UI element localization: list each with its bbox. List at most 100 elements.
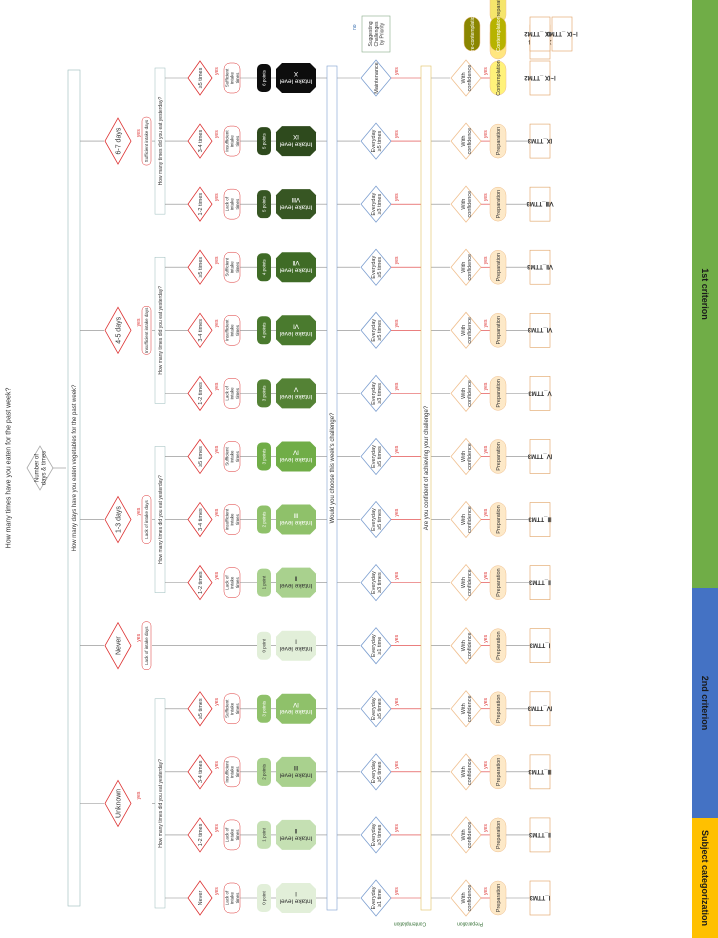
points-badge: [257, 127, 271, 156]
points-label: 1 point: [262, 827, 267, 841]
label-line: yes: [483, 697, 489, 705]
yes-label: yes: [214, 761, 220, 769]
label-line: Ⅰ~Ⅸ _TTM2: [524, 30, 556, 37]
intake-level-box: [276, 756, 316, 787]
intake-level-box: [276, 378, 316, 409]
label-line: yes: [483, 508, 489, 516]
intake-times-label: Sufficientintaketimes: [224, 699, 239, 718]
contemplation-pill: [489, 16, 507, 52]
label-line: Lack of: [224, 385, 229, 400]
label-line: 3 points: [262, 385, 267, 402]
intake-level-label: Intake levelⅣ: [279, 701, 312, 715]
label-line: Insufficient intake days: [144, 307, 149, 353]
intake-level-box: [276, 883, 316, 913]
yes-label: yes: [483, 319, 489, 327]
label-line: confidence: [467, 632, 473, 659]
category-label: Ⅳ_TTM3: [527, 705, 552, 712]
challenge-label: Everyday≥3 times: [371, 382, 383, 405]
label-line: yes: [214, 67, 220, 75]
days-question-box: [67, 69, 81, 907]
challenge-question-box: [326, 65, 338, 911]
intake-days-label: Sufficient intake days: [144, 119, 149, 162]
category-box: [529, 313, 551, 348]
points-label: 0 point: [262, 638, 267, 652]
times-diamond: [187, 817, 213, 853]
yes-label: yes: [214, 130, 220, 138]
label-line: Ⅰ: [295, 890, 297, 897]
label-line: With: [461, 703, 467, 714]
points-badge: [257, 694, 271, 723]
label-line: Everyday: [371, 508, 377, 531]
label-line: yes: [483, 824, 489, 832]
label-line: 1-2 times: [198, 193, 204, 216]
label-line: yes: [483, 761, 489, 769]
label-line: Intake level: [279, 393, 312, 400]
yes-label: yes: [394, 256, 400, 264]
points-badge: [257, 64, 271, 92]
intake-level-box: [276, 630, 316, 661]
label-line: Ⅱ_TTM3: [528, 831, 551, 838]
confidence-question-box: [420, 65, 432, 911]
label-line: intake: [230, 261, 235, 274]
category-label: Ⅲ_TTM3: [528, 515, 552, 522]
label-line: Intake level: [279, 456, 312, 463]
day-group-diamond: [104, 117, 132, 165]
label-line: ≥5 times: [377, 761, 383, 782]
yes-label: yes: [483, 508, 489, 516]
intake-times-label: Lack ofintaketimes: [224, 196, 239, 211]
intake-level-box: [276, 441, 316, 472]
label-line: Sufficient: [224, 447, 229, 466]
label-line: ≥5 times: [377, 130, 383, 151]
label-line: yes: [394, 508, 400, 516]
category-box: [529, 60, 551, 96]
yes-label: yes: [394, 761, 400, 769]
label-line: intake: [230, 135, 235, 148]
label-line: intake: [230, 702, 235, 715]
yes-label: yes: [214, 571, 220, 579]
label-line: Maintenance: [374, 62, 380, 94]
category-label: Ⅰ_TTM3: [529, 894, 550, 901]
label-line: Preparation: [496, 127, 502, 155]
day-group-label: Unknown: [115, 789, 122, 818]
label-line: 0 point: [262, 890, 267, 904]
category-label: Ⅲ_TTM3: [528, 768, 552, 775]
label-line: yes: [136, 507, 142, 515]
label-line: Ⅴ_TTM3: [528, 389, 553, 396]
label-line: Ⅶ: [292, 259, 300, 266]
intake-level-label: Intake levelⅤ: [279, 385, 312, 399]
points-label: 1 point: [262, 575, 267, 589]
label-line: yes: [483, 887, 489, 895]
label-line: Everyday: [371, 886, 377, 909]
intake-level-label: Intake levelⅡ: [279, 827, 312, 841]
label-line: 2 points: [262, 511, 267, 528]
yes-label: yes: [394, 824, 400, 832]
confidence-label: Withconfidence: [461, 191, 473, 218]
label-line: yes: [394, 697, 400, 705]
label-line: Everyday: [371, 445, 377, 468]
challenge-label: Everyday≥3 times: [371, 823, 383, 846]
label-line: times: [235, 324, 240, 336]
label-line: Intake level: [279, 834, 312, 841]
label-line: Everyday: [371, 760, 377, 783]
challenge-label: Everyday≥5 times: [371, 129, 383, 152]
label-line: Ⅱ: [294, 575, 297, 582]
label-line: Everyday: [371, 823, 377, 846]
label-line: Lack of intake days: [144, 626, 149, 665]
yes-label: yes: [394, 634, 400, 642]
label-line: Insufficient: [224, 130, 229, 152]
label-line: no: [352, 24, 358, 30]
label-line: Number of: [35, 454, 41, 482]
category-label: Ⅳ_TTM3: [527, 452, 552, 459]
intake-times-label: Lack ofintaketimes: [224, 575, 239, 590]
day-group-label: 4-5 days: [115, 316, 122, 343]
label-line: yes: [394, 319, 400, 327]
points-label: 4 points: [262, 259, 267, 276]
times-label: 3-4 times: [198, 508, 204, 531]
times-diamond: [187, 880, 213, 916]
preparation-label: Preparation: [496, 127, 502, 155]
label-line: Intake level: [279, 330, 312, 337]
yes-label: yes: [394, 445, 400, 453]
category-box: [529, 249, 551, 285]
confidence-label: Withconfidence: [461, 443, 473, 470]
